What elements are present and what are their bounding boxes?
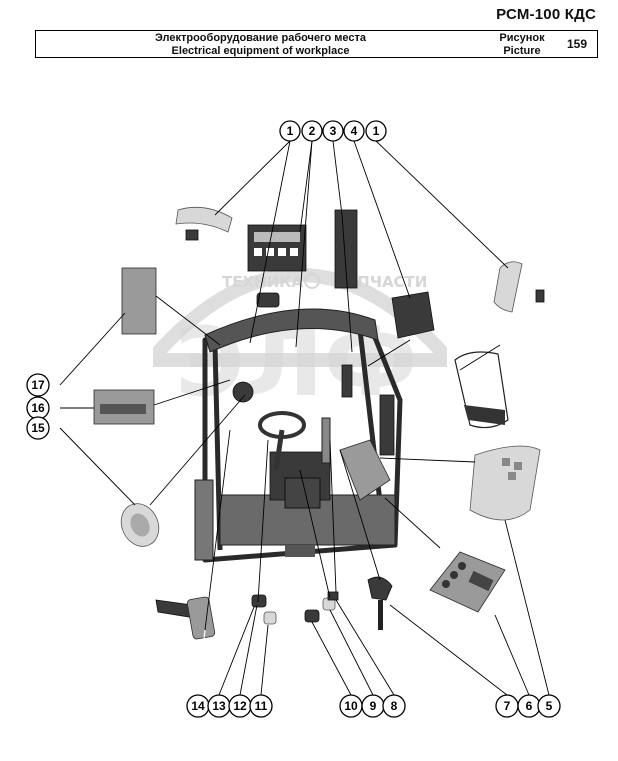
svg-text:7: 7 xyxy=(504,699,511,713)
watermark-left-text: ТЕХНИКА xyxy=(222,273,303,291)
svg-text:12: 12 xyxy=(233,699,247,713)
callout-8: 8 xyxy=(382,694,406,718)
seat-base xyxy=(284,477,321,509)
callout-9: 9 xyxy=(361,694,385,718)
display-panel xyxy=(247,224,307,272)
picture-label-ru: Рисунок xyxy=(499,32,545,44)
svg-text:9: 9 xyxy=(370,699,377,713)
svg-text:1: 1 xyxy=(373,124,380,138)
picture-number: 159 xyxy=(566,37,588,51)
control-lever xyxy=(321,417,331,464)
pillar-module xyxy=(341,364,353,398)
callout-1a: 1 xyxy=(279,120,301,142)
svg-text:11: 11 xyxy=(255,699,268,713)
pillar-panel xyxy=(334,209,358,289)
switch-panel xyxy=(429,551,506,613)
speaker xyxy=(120,503,160,547)
joystick xyxy=(367,576,393,630)
watermark-right-text: ЗАПЧАСТИ xyxy=(335,273,427,291)
svg-text:2: 2 xyxy=(309,124,316,138)
callout-4: 4 xyxy=(343,120,365,142)
callout-13: 13 xyxy=(207,694,231,718)
svg-text:13: 13 xyxy=(212,699,226,713)
cab-door-panel xyxy=(194,479,214,561)
svg-text:6: 6 xyxy=(526,699,533,713)
svg-text:10: 10 xyxy=(344,699,358,713)
svg-text:4: 4 xyxy=(351,124,358,138)
cover-plate xyxy=(469,445,541,521)
callout-17: 17 xyxy=(26,373,50,397)
control-box xyxy=(391,291,435,339)
svg-text:8: 8 xyxy=(391,699,398,713)
watermark-gear-icon xyxy=(304,273,320,289)
switch-block-left xyxy=(175,206,233,241)
figure-title: Электрооборудование рабочего места Elect… xyxy=(36,32,485,58)
callout-12: 12 xyxy=(228,694,252,718)
mirror-detail xyxy=(454,351,509,429)
callouts: 1 2 3 4 1 17 16 15 14 13 12 11 10 9 8 7 … xyxy=(26,120,561,718)
svg-text:14: 14 xyxy=(191,699,205,713)
callout-3: 3 xyxy=(322,120,344,142)
switch-block-right xyxy=(493,261,545,313)
callout-14: 14 xyxy=(186,694,210,718)
right-console xyxy=(339,439,391,501)
switch-small-13-12 xyxy=(251,594,277,625)
roof-beacon xyxy=(256,292,280,308)
switch-small-10-9 xyxy=(304,591,339,623)
parts xyxy=(93,206,545,640)
callout-11: 11 xyxy=(249,694,273,718)
figure-title-en: Electrical equipment of workplace xyxy=(171,45,350,57)
svg-text:16: 16 xyxy=(31,401,45,415)
leader-lines xyxy=(59,140,550,696)
svg-text:5: 5 xyxy=(546,699,553,713)
callout-16: 16 xyxy=(26,396,50,420)
figure-title-ru: Электрооборудование рабочего места xyxy=(154,32,367,44)
model-code: РСМ-100 КДС xyxy=(496,6,596,23)
picture-label: Рисунок Picture xyxy=(485,32,559,58)
callout-15: 15 xyxy=(26,416,50,440)
svg-text:3: 3 xyxy=(330,124,337,138)
dashboard-gauge xyxy=(232,381,254,403)
pedal-block xyxy=(285,545,315,557)
svg-text:17: 17 xyxy=(31,378,45,392)
callout-1b: 1 xyxy=(365,120,387,142)
callout-5: 5 xyxy=(537,694,561,718)
svg-text:1: 1 xyxy=(287,124,294,138)
radio-unit xyxy=(93,389,155,425)
callout-10: 10 xyxy=(339,694,363,718)
callout-7: 7 xyxy=(495,694,519,718)
title-block: Электрооборудование рабочего места Elect… xyxy=(35,30,598,58)
svg-text:15: 15 xyxy=(31,421,45,435)
manual-holder xyxy=(121,267,157,335)
callout-2: 2 xyxy=(301,120,323,142)
right-pillar-box xyxy=(379,394,395,456)
callout-6: 6 xyxy=(517,694,541,718)
picture-label-en: Picture xyxy=(503,45,541,57)
